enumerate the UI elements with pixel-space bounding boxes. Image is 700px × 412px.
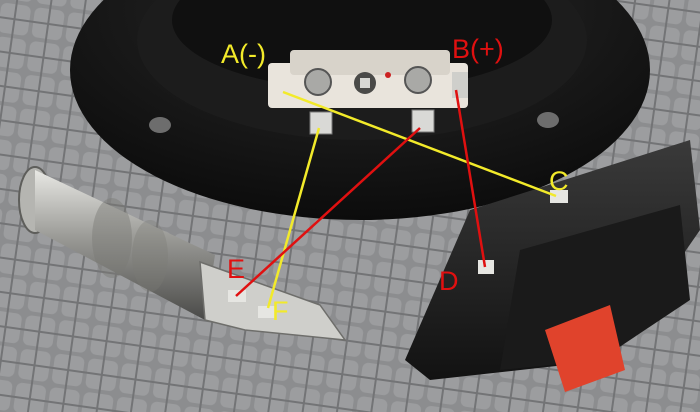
lug-negative [309,111,333,135]
spring-terminal-cup [405,140,700,392]
label-f: F [272,296,289,326]
label-d: D [439,266,459,296]
speaker-terminal-block [268,50,468,135]
phone-jack [18,166,347,341]
red-clip [545,305,625,392]
label-e: E [227,254,245,284]
wire-b-to-d [454,89,487,268]
jack-lug-f [258,306,276,318]
terminal-screw-positive [404,66,432,94]
cup-lug-d [478,260,494,274]
terminal-screw-negative [304,68,332,96]
lug-positive [411,109,435,133]
speaker-frame [70,0,650,220]
wiring-lines [235,89,557,309]
wire-a-to-c [282,90,557,198]
label-a-negative: A(-) [221,39,266,69]
label-c: C [549,166,569,196]
cup-lug-c [550,190,568,203]
wire-b-to-e [235,127,421,297]
label-b-positive: B(+) [452,34,504,64]
wire-a-to-f [266,127,321,309]
